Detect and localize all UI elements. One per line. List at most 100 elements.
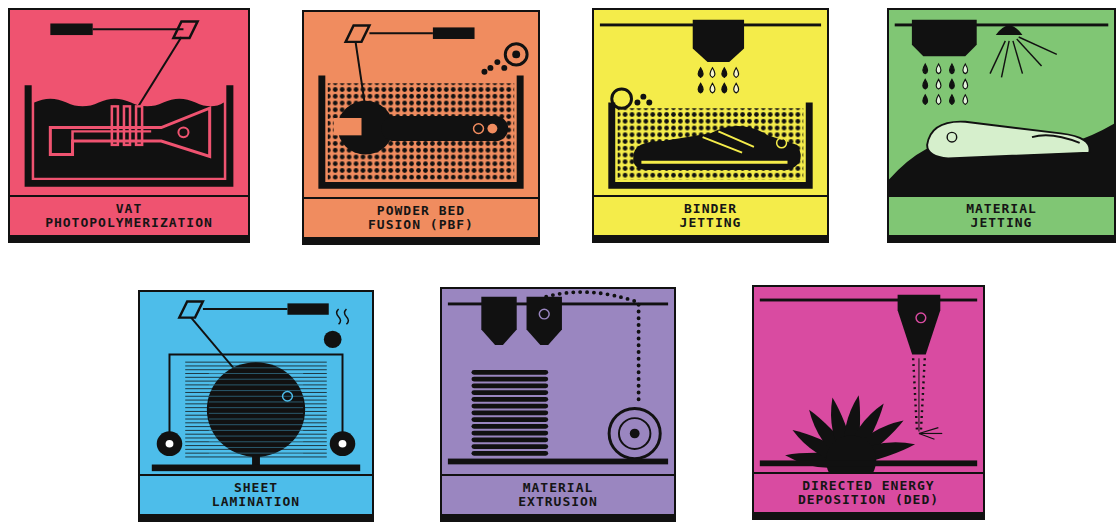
- extruded-layer: [471, 431, 548, 436]
- liquid-resin: [34, 99, 224, 178]
- scan-mirror: [173, 22, 197, 38]
- label-band: VAT PHOTOPOLYMERIZATION: [10, 195, 248, 235]
- uv-ray: [1017, 39, 1042, 66]
- sphere-layer: [209, 407, 303, 408]
- process-label: SHEET LAMINATION: [206, 481, 306, 509]
- shoe-part: [927, 122, 1089, 159]
- sheet-layer: [185, 407, 327, 408]
- resin-vat: [28, 85, 230, 183]
- uv-ray: [1013, 41, 1023, 74]
- process-illustration: [10, 10, 248, 195]
- process-tile: POWDER BED FUSION (PBF): [302, 10, 540, 245]
- laser-beam: [203, 308, 288, 310]
- powder-grain: [634, 100, 640, 106]
- process-tile: BINDER JETTING: [592, 8, 829, 243]
- trumpet-valve: [136, 106, 142, 145]
- spark: [919, 433, 935, 439]
- deposition-nozzle: [898, 295, 941, 355]
- process-label: DIRECTED ENERGY DEPOSITION (DED): [794, 479, 944, 507]
- nozzle: [481, 297, 516, 345]
- sheet-layer: [185, 384, 327, 385]
- uv-ray: [1019, 37, 1057, 54]
- logo-mark: [947, 132, 957, 142]
- spark: [919, 433, 942, 434]
- shoe-sole-stripe: [641, 161, 787, 164]
- sphere-layer: [209, 373, 303, 374]
- roller-axle: [339, 440, 347, 448]
- footer-bar: [140, 514, 372, 520]
- spool-hub: [630, 429, 640, 439]
- uv-lamp: [996, 25, 1023, 35]
- droplet: [950, 64, 955, 74]
- droplet: [722, 83, 727, 93]
- sphere-layer: [209, 447, 303, 448]
- wrench-hole: [487, 124, 497, 134]
- spool-ring: [619, 418, 650, 449]
- spark: [919, 428, 938, 434]
- extruded-layer: [471, 370, 548, 375]
- droplet: [963, 79, 968, 89]
- process-label: VAT PHOTOPOLYMERIZATION: [39, 202, 219, 230]
- sphere-layer: [209, 424, 303, 425]
- powder-grain: [501, 65, 507, 71]
- droplet: [936, 79, 941, 89]
- extruded-layer: [471, 397, 548, 402]
- gantry-rail: [760, 299, 977, 302]
- turbine-hub: [826, 435, 876, 472]
- extruded-layer: [471, 451, 548, 456]
- sphere-layer: [209, 453, 303, 454]
- sphere-layer: [209, 384, 303, 385]
- roller-axle: [512, 51, 520, 59]
- droplet: [936, 95, 941, 105]
- droplet: [710, 83, 715, 93]
- footer-bar: [442, 514, 674, 520]
- sheet-roller: [330, 431, 356, 456]
- extruded-layer: [471, 417, 548, 422]
- wrench-jaw: [334, 118, 362, 135]
- sphere-layer: [209, 413, 303, 414]
- process-tile: VAT PHOTOPOLYMERIZATION: [8, 8, 250, 243]
- process-tile: MATERIAL JETTING: [887, 8, 1116, 243]
- trumpet-valve: [124, 106, 130, 145]
- powder-stream: [913, 358, 925, 431]
- sheet-layer: [185, 373, 327, 374]
- footer-bar: [594, 235, 827, 241]
- powder-grain: [494, 59, 500, 65]
- label-band: SHEET LAMINATION: [140, 474, 372, 514]
- laser-beam: [369, 32, 432, 34]
- footer-bar: [10, 235, 248, 241]
- heated-roller: [324, 331, 342, 348]
- extruded-layer: [471, 444, 548, 449]
- filament-spool: [609, 408, 660, 458]
- footer-bar: [754, 512, 983, 518]
- process-label: POWDER BED FUSION (PBF): [361, 204, 481, 232]
- laser-beam: [93, 28, 184, 30]
- sheet-layer: [185, 430, 327, 431]
- sphere-layer: [209, 396, 303, 397]
- label-band: MATERIAL EXTRUSION: [442, 474, 674, 514]
- powder-grain: [646, 100, 652, 106]
- sheet-roller: [157, 431, 183, 456]
- footer-bar: [889, 235, 1114, 241]
- droplet: [722, 68, 727, 78]
- logo-mark: [777, 138, 787, 148]
- laser-source: [287, 303, 328, 314]
- roller-axle: [166, 440, 174, 448]
- sphere-layer: [209, 367, 303, 368]
- laser-source: [433, 27, 475, 39]
- sphere-part: [207, 362, 305, 457]
- sphere-layer: [209, 379, 303, 380]
- process-label: BINDER JETTING: [671, 202, 751, 230]
- droplet: [710, 68, 715, 78]
- laser-source: [50, 23, 92, 35]
- sphere-layer: [209, 419, 303, 420]
- droplet: [923, 95, 928, 105]
- logo-mark: [178, 128, 188, 138]
- label-band: MATERIAL JETTING: [889, 195, 1114, 235]
- label-band: BINDER JETTING: [594, 195, 827, 235]
- extruded-layer: [471, 424, 548, 429]
- droplet: [698, 68, 703, 78]
- droplet: [950, 95, 955, 105]
- powder-grain: [487, 65, 493, 71]
